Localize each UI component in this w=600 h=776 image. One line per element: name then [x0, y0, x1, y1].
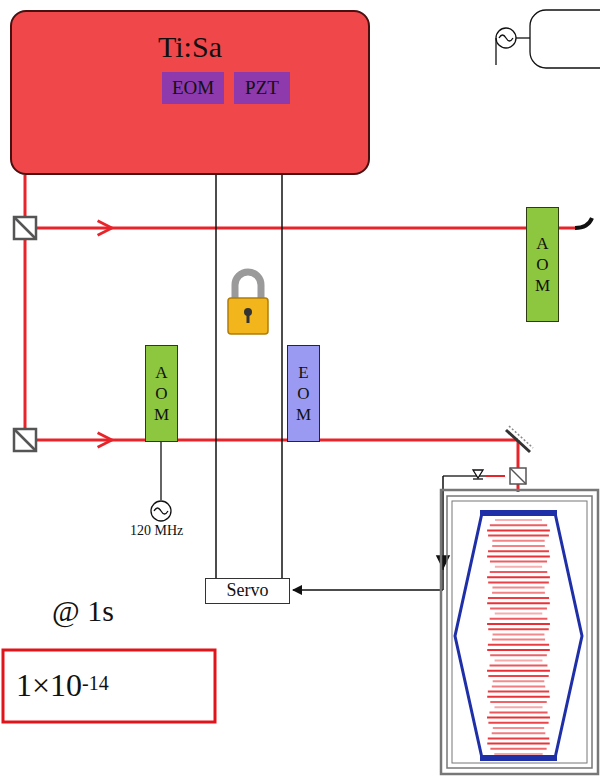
beam-direction-arrow	[95, 228, 112, 440]
optical-cavity	[455, 513, 582, 758]
box-label: A O M	[153, 362, 170, 426]
cavity-mirror	[480, 510, 557, 516]
lock-icon	[228, 272, 268, 334]
result-box	[3, 650, 215, 722]
stability-exponent: -14	[82, 672, 109, 694]
control-signal-line	[281, 104, 283, 578]
box-label: A O M	[534, 233, 551, 297]
stability-result: 1×10-14	[16, 667, 109, 704]
standing-wave	[487, 520, 550, 754]
laser-title: Ti:Sa	[158, 30, 222, 63]
vacuum-housing	[441, 490, 598, 774]
beam-splitter	[14, 217, 526, 484]
box-label: Servo	[227, 581, 269, 601]
eom-box: E O M	[287, 345, 320, 442]
aom-box: A O M	[526, 207, 559, 322]
rf-oscillator	[496, 10, 600, 68]
photodiode	[443, 470, 486, 479]
frequency-label: 120 MHz	[130, 523, 183, 539]
stability-value: 1×10	[16, 667, 82, 703]
mirror	[506, 426, 533, 452]
cavity-mirror	[480, 755, 557, 761]
error-signal-line	[293, 476, 449, 590]
laser-box: Ti:SaEOM PZT	[10, 10, 370, 175]
optical-fiber	[575, 218, 592, 228]
rf-oscillator	[151, 442, 171, 521]
laser-eom-box: EOM	[162, 72, 224, 104]
box-label: EOM	[172, 78, 214, 99]
box-label: PZT	[245, 78, 279, 99]
laser-beam	[25, 175, 575, 492]
laser-pzt-box: PZT	[234, 72, 290, 104]
control-signal-line	[215, 104, 217, 578]
aom-box: A O M	[145, 345, 178, 442]
box-label: E O M	[295, 362, 312, 426]
servo-box: Servo	[205, 578, 290, 604]
averaging-time: @ 1s	[52, 594, 114, 628]
